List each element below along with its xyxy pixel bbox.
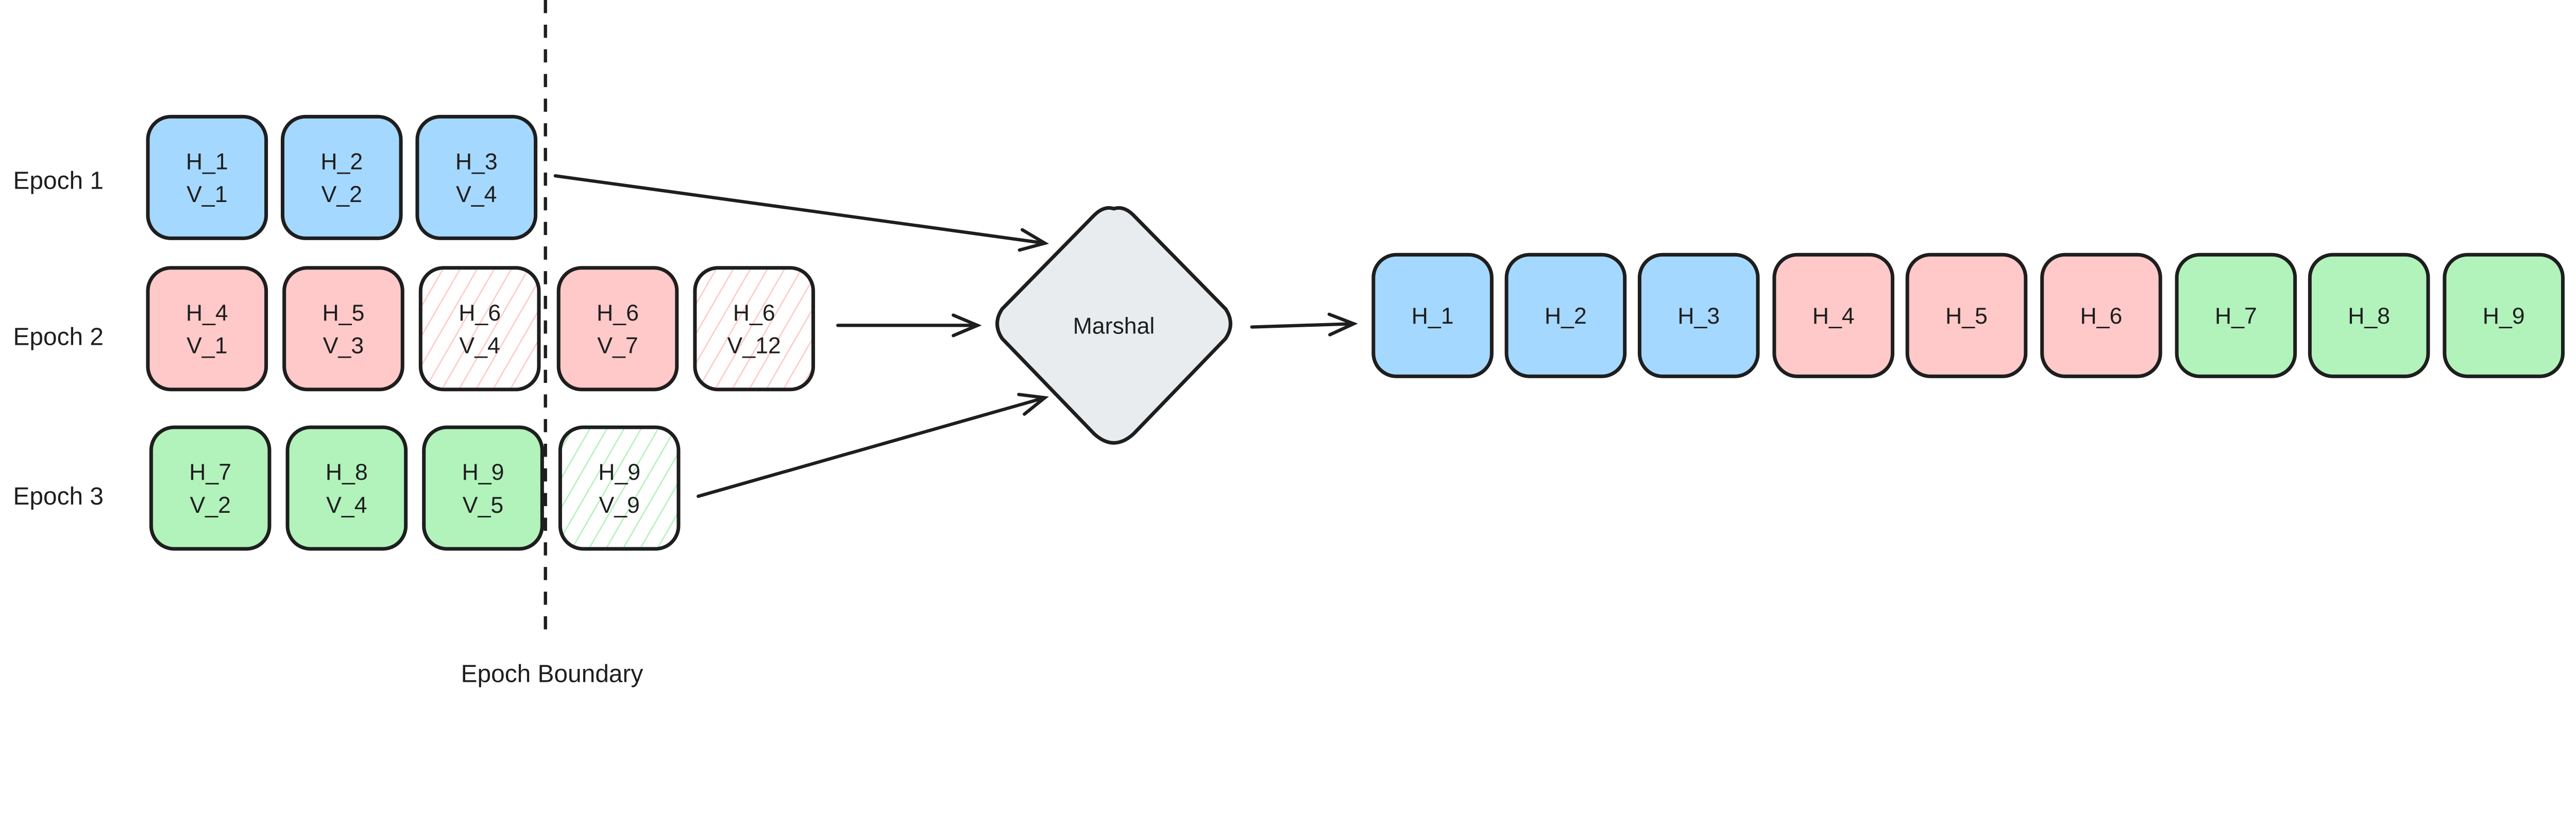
epoch-label: Epoch 3 [13, 483, 104, 510]
cell-v-label: V_1 [187, 333, 227, 359]
epoch-row-1: Epoch 1H_1V_1H_2V_2H_3V_4 [13, 114, 538, 240]
arrowhead-icon [1327, 312, 1358, 337]
epoch-cell: H_8V_4 [285, 425, 408, 551]
cell-h-label: H_7 [189, 460, 231, 485]
cell-v-label: V_2 [321, 182, 362, 207]
cell-h-label: H_6 [459, 300, 501, 326]
cell-box [2175, 253, 2297, 378]
output-cell-label: H_1 [1412, 304, 1454, 329]
epoch-cell: H_1V_1 [146, 114, 268, 240]
arrow-epoch1-to-marshal [553, 174, 1049, 252]
epoch-boundary-label: Epoch Boundary [461, 660, 643, 687]
output-cell: H_9 [2443, 253, 2565, 378]
output-cell: H_6 [2040, 253, 2162, 378]
marshal-label: Marshal [1073, 313, 1155, 339]
cell-v-label: V_4 [459, 333, 500, 359]
cell-h-label: H_2 [320, 149, 363, 174]
epoch-label: Epoch 2 [13, 324, 104, 351]
cell-box [415, 114, 538, 240]
epoch-row-2: Epoch 2H_4V_1H_5V_3H_6V_4H_6V_7H_6V_12 [13, 266, 815, 392]
cell-box [280, 114, 403, 240]
cell-box [2040, 253, 2162, 378]
cell-box [556, 266, 679, 392]
marshal-diamond [995, 206, 1232, 445]
cell-box [2308, 253, 2430, 378]
marshal-node: Marshal [995, 206, 1232, 445]
output-cell-label: H_3 [1677, 304, 1720, 329]
output-cell-label: H_8 [2348, 304, 2390, 329]
cell-h-label: H_6 [597, 300, 639, 326]
cell-v-label: V_12 [727, 333, 781, 359]
arrows [553, 174, 1358, 498]
output-cell-label: H_2 [1545, 304, 1587, 329]
cell-v-label: V_4 [456, 182, 497, 207]
output-cell: H_1 [1371, 253, 1494, 378]
output-cell: H_8 [2308, 253, 2430, 378]
epoch-cell: H_3V_4 [415, 114, 538, 240]
cell-v-label: V_5 [463, 493, 503, 518]
output-cell: H_7 [2175, 253, 2297, 378]
cell-box [1371, 253, 1494, 378]
output-cell-label: H_4 [1812, 304, 1855, 329]
cell-h-label: H_5 [323, 300, 365, 326]
output-cell: H_5 [1905, 253, 2028, 378]
epoch-cell: H_9V_9 [558, 425, 681, 551]
cell-v-label: V_7 [597, 333, 638, 359]
cell-v-label: V_1 [187, 182, 227, 207]
cell-box [693, 266, 815, 392]
cell-box [149, 425, 272, 551]
output-cell-label: H_7 [2215, 304, 2257, 329]
cell-box [558, 425, 681, 551]
output-cell: H_4 [1772, 253, 1894, 378]
cell-box [418, 266, 541, 392]
cell-h-label: H_6 [733, 300, 775, 326]
output-cell-label: H_9 [2483, 304, 2525, 329]
cell-box [1637, 253, 1760, 378]
arrow-epoch3-to-marshal [697, 393, 1049, 498]
arrowhead-icon [1017, 393, 1049, 416]
epoch-cell: H_7V_2 [149, 425, 272, 551]
output-cell: H_3 [1637, 253, 1760, 378]
epoch-cell: H_2V_2 [280, 114, 403, 240]
epoch-cell: H_6V_7 [556, 266, 679, 392]
cell-box [146, 266, 268, 392]
cell-box [146, 114, 268, 240]
epoch-cell: H_6V_12 [693, 266, 815, 392]
cell-h-label: H_3 [455, 149, 498, 174]
epoch-label: Epoch 1 [13, 167, 104, 195]
arrow-marshal-to-output [1250, 312, 1358, 337]
arrowhead-icon [1018, 228, 1049, 252]
cell-box [1772, 253, 1894, 378]
cell-box [285, 425, 408, 551]
cell-v-label: V_2 [190, 493, 230, 518]
cell-box [422, 425, 544, 551]
output-sequence: H_1 H_2 H_3 H_4 H_5 H_6 H_7 H_8 H_9 [1371, 253, 2565, 378]
cell-box [282, 266, 404, 392]
cell-box [2443, 253, 2565, 378]
cell-box [1504, 253, 1627, 378]
cell-box [1905, 253, 2028, 378]
cell-h-label: H_8 [326, 460, 368, 485]
epoch-cell: H_4V_1 [146, 266, 268, 392]
epoch-cell: H_9V_5 [422, 425, 544, 551]
epoch-row-3: Epoch 3H_7V_2H_8V_4H_9V_5H_9V_9 [13, 425, 681, 551]
output-cell: H_2 [1504, 253, 1627, 378]
output-cell-label: H_6 [2080, 304, 2122, 329]
cell-h-label: H_4 [186, 300, 228, 326]
epoch-cell: H_5V_3 [282, 266, 404, 392]
cell-v-label: V_3 [323, 333, 364, 359]
cell-h-label: H_1 [186, 149, 228, 174]
cell-v-label: V_9 [599, 493, 639, 518]
cell-h-label: H_9 [462, 460, 504, 485]
arrowhead-icon [952, 313, 982, 338]
epoch-cell: H_6V_4 [418, 266, 541, 392]
output-cell-label: H_5 [1945, 304, 1988, 329]
cell-h-label: H_9 [598, 460, 640, 485]
arrow-epoch2-to-marshal [836, 313, 982, 338]
cell-v-label: V_4 [326, 493, 367, 518]
